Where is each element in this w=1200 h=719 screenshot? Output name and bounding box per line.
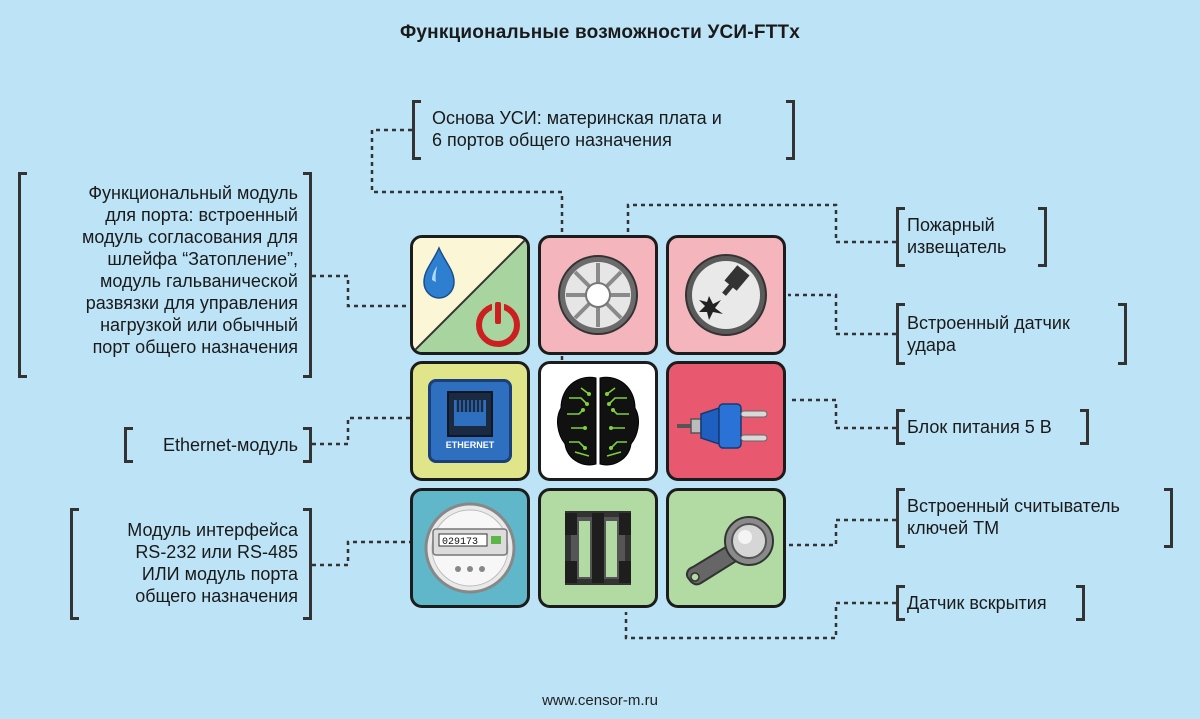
label-interface: Модуль интерфейса RS-232 или RS-485 ИЛИ …	[127, 520, 298, 606]
connector-func-module	[312, 274, 412, 308]
connector-tm-reader	[788, 518, 896, 547]
water-drop-icon	[423, 246, 455, 299]
connector-tamper	[624, 601, 896, 640]
label-fire: Пожарный извещатель	[907, 215, 1007, 257]
bracket-interface-right	[303, 508, 312, 620]
ethernet-icon: ETHERNET	[428, 379, 512, 463]
tile-tamper-sensor	[538, 488, 658, 608]
power-icon	[476, 300, 520, 347]
bracket-fire-right	[1038, 207, 1047, 267]
bracket-power-right	[1080, 409, 1089, 445]
label-func-module: Функциональный модуль для порта: встроен…	[82, 183, 298, 357]
label-tamper: Датчик вскрытия	[907, 593, 1047, 613]
tamper-switch-icon	[565, 511, 631, 585]
connector-interface	[312, 540, 412, 567]
label-tm-reader: Встроенный считыватель ключей ТМ	[907, 496, 1120, 538]
power-plug-icon	[677, 403, 768, 449]
tile-flood-power	[410, 235, 530, 355]
tile-interface-module: 029173	[410, 488, 530, 608]
bracket-fire	[896, 207, 905, 267]
label-ethernet: Ethernet-модуль	[162, 435, 298, 455]
label-osnova: Основа УСИ: материнская плата и 6 портов…	[432, 108, 722, 150]
bracket-tamper	[896, 585, 905, 621]
circuit-brain-icon	[557, 376, 639, 466]
ethernet-caption: ETHERNET	[445, 440, 495, 450]
label-power: Блок питания 5 В	[907, 417, 1052, 437]
tile-power-supply	[666, 361, 786, 481]
tile-motherboard	[538, 361, 658, 481]
bracket-tamper-right	[1076, 585, 1085, 621]
tile-ethernet: ETHERNET	[410, 361, 530, 481]
touch-memory-key-icon	[685, 516, 774, 586]
tile-fire-detector	[538, 235, 658, 355]
diagram-title: Функциональные возможности УСИ-FTTx	[399, 22, 801, 43]
label-shock: Встроенный датчик удара	[907, 313, 1070, 355]
bracket-shock-right	[1118, 303, 1127, 365]
bracket-tm-reader	[896, 488, 905, 548]
bracket-func-module	[18, 172, 27, 378]
footer-url: www.censor-m.ru	[542, 692, 658, 709]
tile-tm-reader	[666, 488, 786, 608]
bracket-osnova-right	[786, 100, 795, 160]
smoke-detector-icon	[558, 255, 638, 335]
bracket-ethernet	[124, 427, 133, 463]
bracket-func-module-right	[303, 172, 312, 378]
connector-shock	[788, 293, 896, 336]
hammer-impact-icon	[685, 254, 767, 336]
connector-power	[788, 398, 896, 430]
bracket-osnova	[412, 100, 421, 160]
connector-ethernet	[312, 416, 412, 446]
bracket-tm-reader-right	[1164, 488, 1173, 548]
meter-digits: 029173	[442, 537, 478, 548]
bracket-power	[896, 409, 905, 445]
bracket-ethernet-right	[303, 427, 312, 463]
bracket-shock	[896, 303, 905, 365]
tile-shock-sensor	[666, 235, 786, 355]
bracket-interface	[70, 508, 79, 620]
electric-meter-icon: 029173	[424, 502, 516, 594]
